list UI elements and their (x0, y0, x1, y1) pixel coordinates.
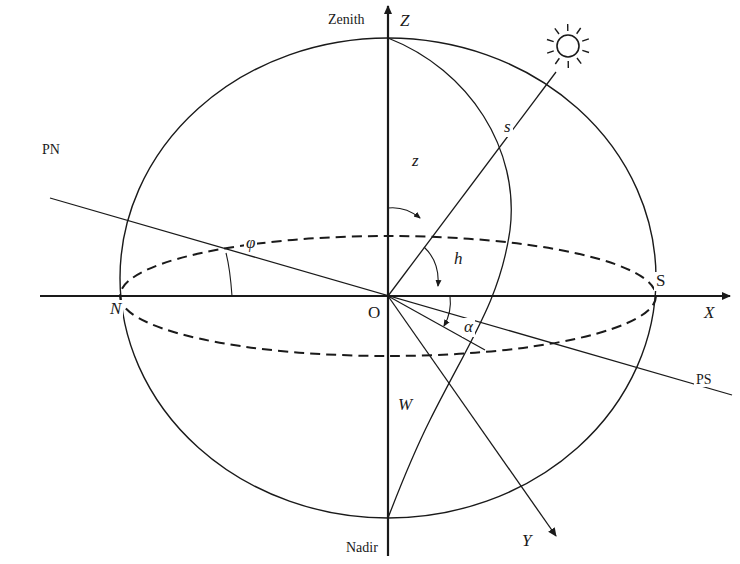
sun-ray-stroke (577, 28, 581, 34)
sun-ray-stroke (555, 58, 559, 64)
azimuth-line (388, 296, 485, 350)
sun-ray-stroke (555, 28, 559, 34)
axis-label: S (654, 272, 667, 291)
sun-ray-stroke (547, 39, 554, 41)
axis-label: O (366, 304, 382, 323)
axis-label: W (396, 396, 414, 415)
axis-label: N (108, 300, 123, 319)
sun-ray-stroke (582, 39, 589, 41)
y-axis (388, 296, 556, 536)
axis-label: X (702, 304, 716, 323)
axis-label: PS (694, 372, 714, 387)
axis-label: Z (398, 12, 411, 31)
latitude-angle-arc (226, 253, 232, 296)
axis-label: z (410, 152, 421, 171)
axis-label: φ (244, 234, 257, 253)
axis-label: α (462, 318, 475, 337)
z-axis (387, 6, 389, 556)
sun-ray-stroke (582, 50, 589, 52)
polar-axis (50, 198, 732, 395)
axis-label: h (452, 250, 465, 269)
sun-ray-stroke (568, 61, 569, 68)
axis-label: Y (520, 532, 533, 551)
axis-label: Zenith (326, 12, 367, 27)
vertical-circle (388, 38, 511, 518)
axis-label: PN (40, 142, 62, 157)
axis-label: Nadir (344, 540, 380, 555)
azimuth-angle-arc (444, 296, 450, 326)
altitude-angle-arc (424, 247, 438, 286)
sun-ray-stroke (577, 58, 581, 64)
axis-label: s (502, 118, 513, 137)
sun-ray (388, 72, 556, 296)
sun-ray-stroke (547, 51, 554, 53)
zenith-angle-arc (388, 208, 420, 218)
sun-symbol (547, 24, 589, 68)
sun-ray-stroke (567, 24, 568, 31)
